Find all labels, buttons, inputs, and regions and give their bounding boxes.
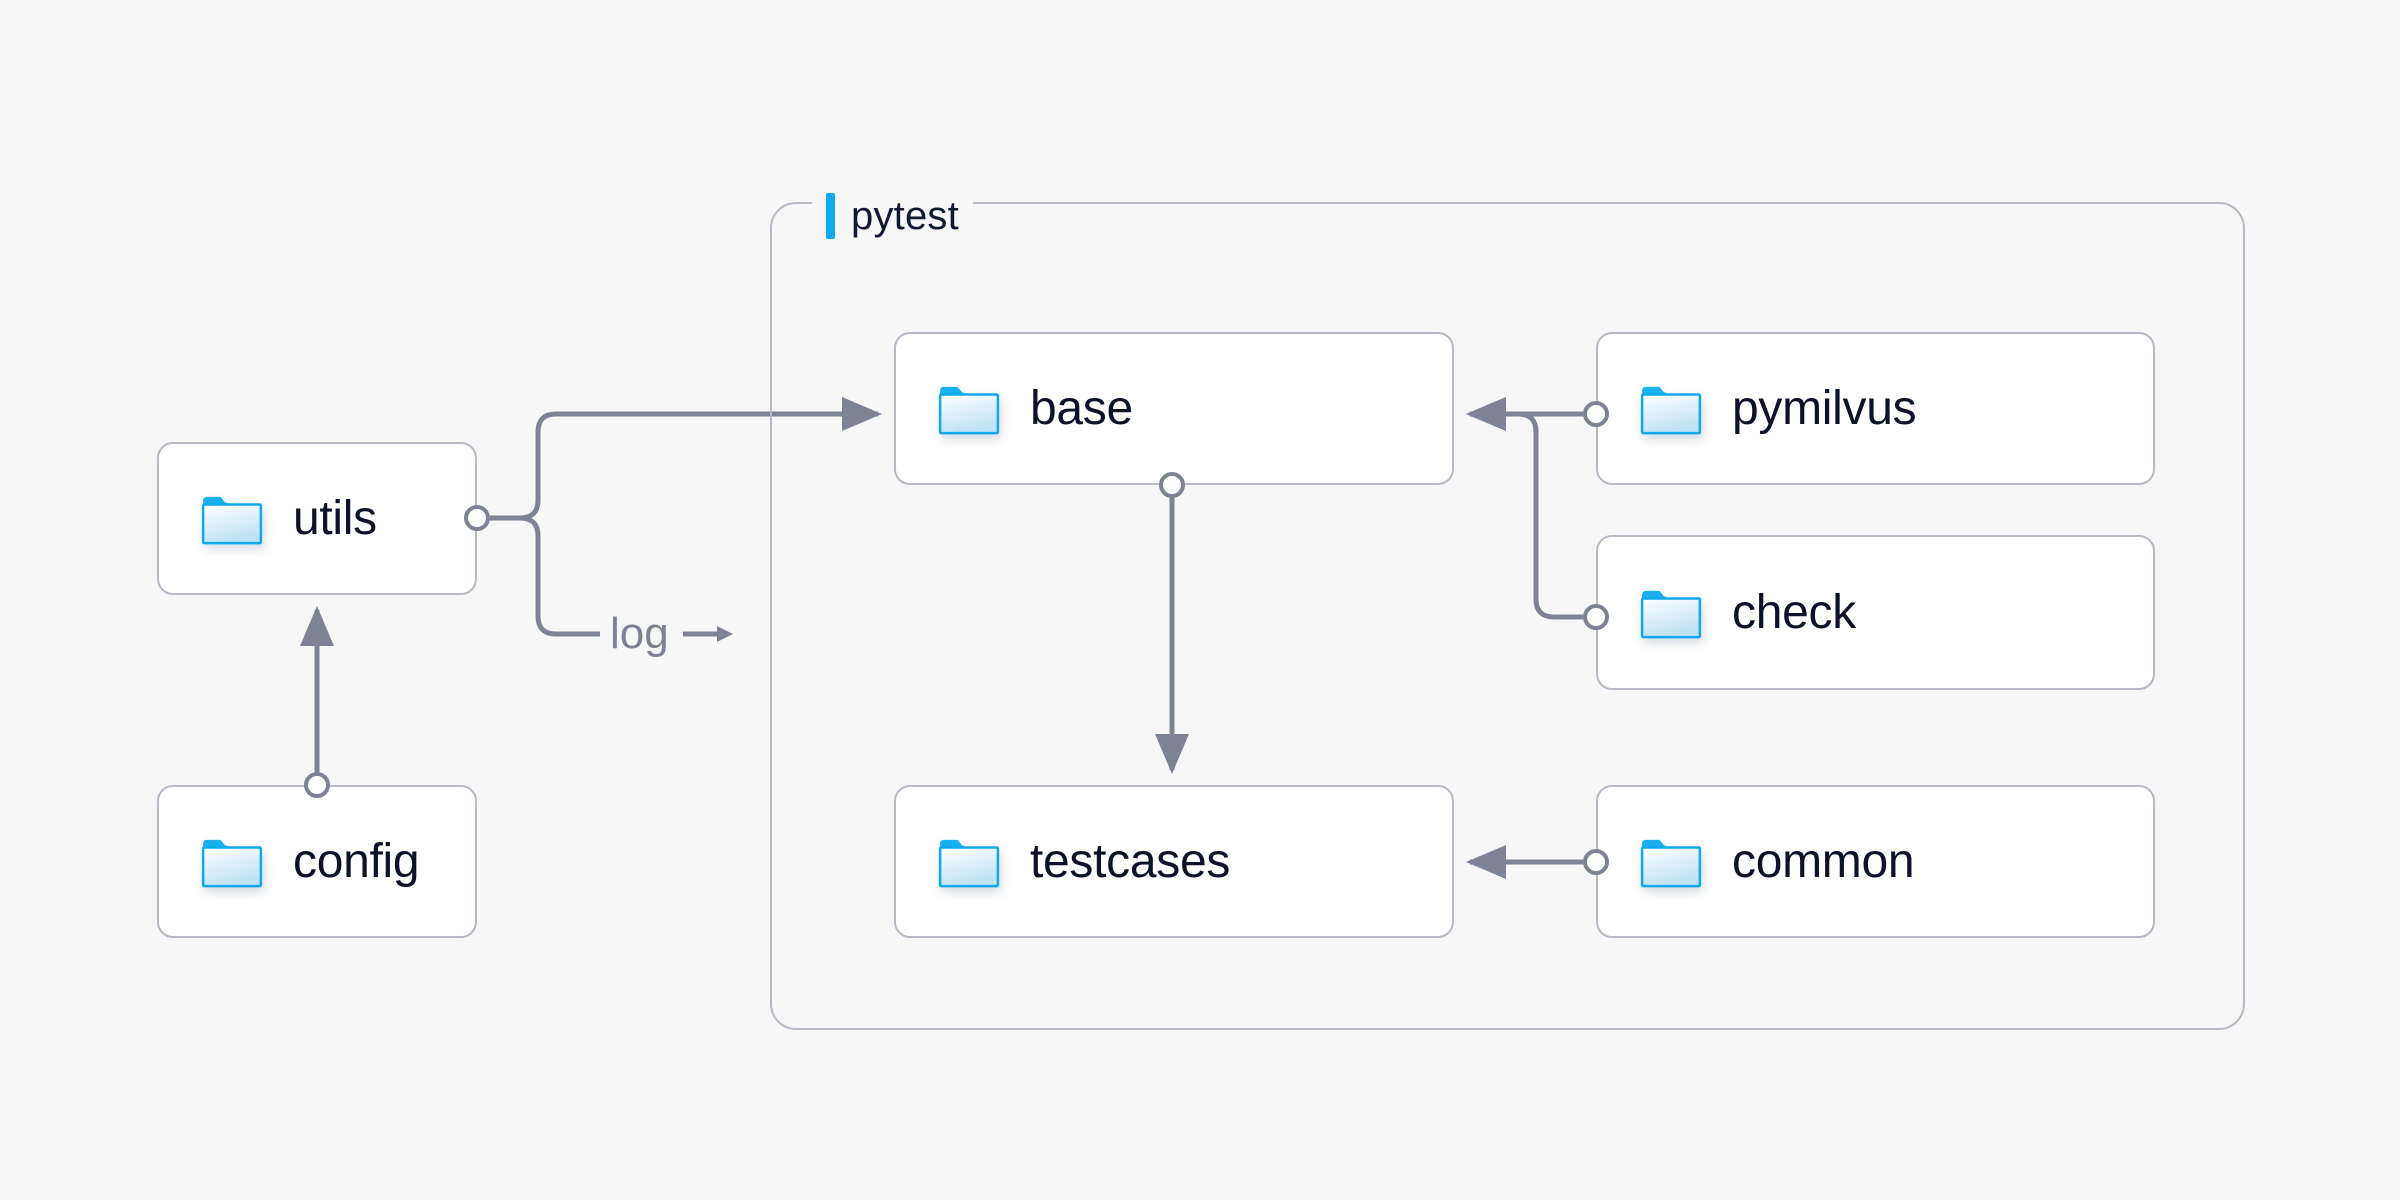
edge-label-log-text: log — [610, 609, 669, 658]
edge-label-log: log — [600, 612, 745, 656]
accent-bar-icon — [826, 193, 835, 239]
edge-utils-to-log — [490, 515, 600, 637]
edge-check-to-base — [1465, 397, 1583, 620]
folder-icon — [938, 386, 1000, 434]
folder-icon — [201, 839, 263, 887]
group-pytest-label: pytest — [812, 190, 973, 242]
group-pytest-label-text: pytest — [851, 193, 959, 238]
node-testcases-label: testcases — [1030, 834, 1231, 888]
group-pytest[interactable] — [770, 202, 2245, 1030]
folder-icon — [1640, 386, 1702, 434]
node-check[interactable]: check — [1596, 535, 2155, 690]
port-utils-right[interactable] — [464, 505, 490, 531]
node-pymilvus[interactable]: pymilvus — [1596, 332, 2155, 485]
arrow-right-icon — [682, 626, 733, 642]
node-config-label: config — [293, 834, 420, 888]
node-testcases[interactable]: testcases — [894, 785, 1454, 938]
node-config[interactable]: config — [157, 785, 477, 938]
folder-icon — [1640, 590, 1702, 638]
node-common-label: common — [1732, 834, 1915, 888]
node-utils[interactable]: utils — [157, 442, 477, 595]
port-pymilvus-left[interactable] — [1583, 401, 1609, 427]
port-config-top[interactable] — [304, 772, 330, 798]
port-base-bottom[interactable] — [1159, 472, 1185, 498]
folder-icon — [201, 496, 263, 544]
folder-icon — [938, 839, 1000, 887]
port-check-left[interactable] — [1583, 604, 1609, 630]
node-utils-label: utils — [293, 491, 377, 545]
node-pymilvus-label: pymilvus — [1732, 381, 1917, 435]
node-common[interactable]: common — [1596, 785, 2155, 938]
node-check-label: check — [1732, 585, 1856, 639]
node-base[interactable]: base — [894, 332, 1454, 485]
folder-icon — [1640, 839, 1702, 887]
node-base-label: base — [1030, 381, 1133, 435]
port-common-left[interactable] — [1583, 849, 1609, 875]
